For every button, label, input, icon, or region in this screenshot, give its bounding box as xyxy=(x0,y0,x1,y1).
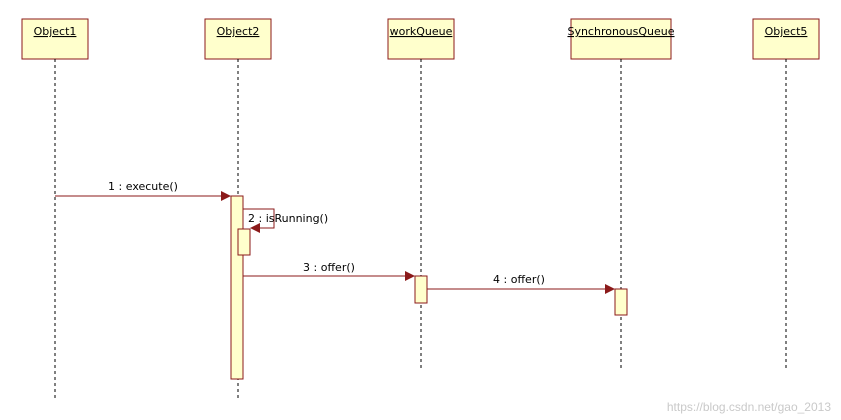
lifeline-object1: Object1 xyxy=(21,18,89,400)
message-execute: 1 : execute() xyxy=(55,180,231,201)
lifeline-object2: Object2 xyxy=(204,18,272,400)
message-isrunning-line xyxy=(243,208,275,229)
lifeline-name-object2: Object2 xyxy=(217,25,260,38)
message-offer-synchronousqueue-label: 4 : offer() xyxy=(493,273,545,286)
lifeline-name-workqueue: workQueue xyxy=(390,25,453,38)
lifeline-box-workqueue xyxy=(387,18,455,60)
message-execute-label: 1 : execute() xyxy=(108,180,178,193)
lifeline-box-object1 xyxy=(21,18,89,60)
lifeline-workqueue: workQueue xyxy=(387,18,455,370)
message-isrunning-arrowhead xyxy=(250,223,260,233)
message-offer-workqueue: 3 : offer() xyxy=(243,261,415,281)
lifeline-box-synchronousqueue xyxy=(570,18,672,60)
activation-object2-isrunning xyxy=(237,228,251,256)
lifeline-name-object5: Object5 xyxy=(765,25,808,38)
lifeline-box-object5 xyxy=(752,18,820,60)
lifeline-box-object2 xyxy=(204,18,272,60)
message-offer-synchronousqueue: 4 : offer() xyxy=(427,273,615,294)
watermark: https://blog.csdn.net/gao_2013 xyxy=(666,400,831,414)
activation-synchronousqueue-offer xyxy=(614,288,628,316)
lifeline-name-synchronousqueue: SynchronousQueue xyxy=(567,25,674,38)
message-offer-synchronousqueue-arrowhead xyxy=(605,284,615,294)
message-execute-arrowhead xyxy=(221,191,231,201)
message-isrunning-label: 2 : isRunning() xyxy=(248,212,328,225)
message-offer-workqueue-arrowhead xyxy=(405,271,415,281)
message-isrunning: 2 : isRunning() xyxy=(243,208,328,233)
lifeline-object5: Object5 xyxy=(752,18,820,370)
activation-workqueue-offer xyxy=(414,275,428,304)
lifeline-synchronousqueue: SynchronousQueue xyxy=(567,18,675,370)
message-offer-workqueue-label: 3 : offer() xyxy=(303,261,355,274)
activation-object2-execute xyxy=(230,195,244,380)
lifeline-name-object1: Object1 xyxy=(34,25,77,38)
